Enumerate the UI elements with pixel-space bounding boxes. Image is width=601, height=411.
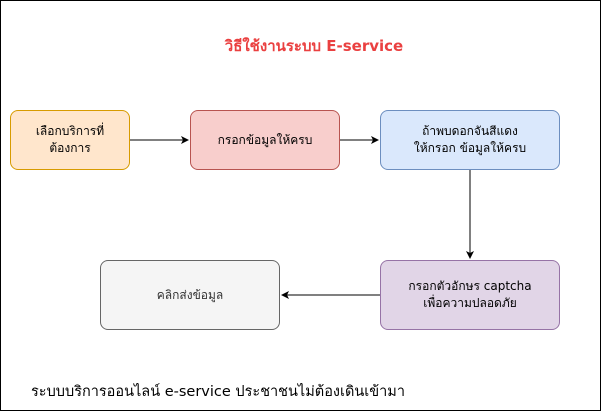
footer-note: ระบบบริการออนไลน์ e-service ประชาชนไม่ต้… (31, 384, 405, 400)
node-red-asterisk: ถ้าพบดอกจันสีแดง ให้กรอก ข้อมูลให้ครบ (380, 110, 560, 170)
node-select-service-line-2: ต้องการ (49, 141, 91, 155)
node-fill-info: กรอกข้อมูลให้ครบ (190, 110, 340, 170)
node-select-service-line-1: เลือกบริการที่ (35, 124, 105, 138)
node-red-asterisk-line-2: ให้กรอก ข้อมูลให้ครบ (413, 141, 527, 155)
node-fill-info-line-1: กรอกข้อมูลให้ครบ (217, 132, 313, 147)
node-red-asterisk-line-1: ถ้าพบดอกจันสีแดง (422, 124, 518, 138)
node-captcha-line-2: เพื่อความปลอดภัย (423, 296, 517, 310)
node-send: คลิกส่งข้อมูล (100, 260, 280, 330)
node-captcha: กรอกตัวอักษร captcha เพื่อความปลอดภัย (380, 260, 560, 330)
diagram-title: วิธีใช้งานระบบ E-service (224, 37, 404, 55)
node-captcha-line-1: กรอกตัวอักษร captcha (408, 279, 532, 293)
node-send-line-1: คลิกส่งข้อมูล (156, 287, 224, 302)
node-select-service: เลือกบริการที่ ต้องการ (10, 110, 130, 170)
